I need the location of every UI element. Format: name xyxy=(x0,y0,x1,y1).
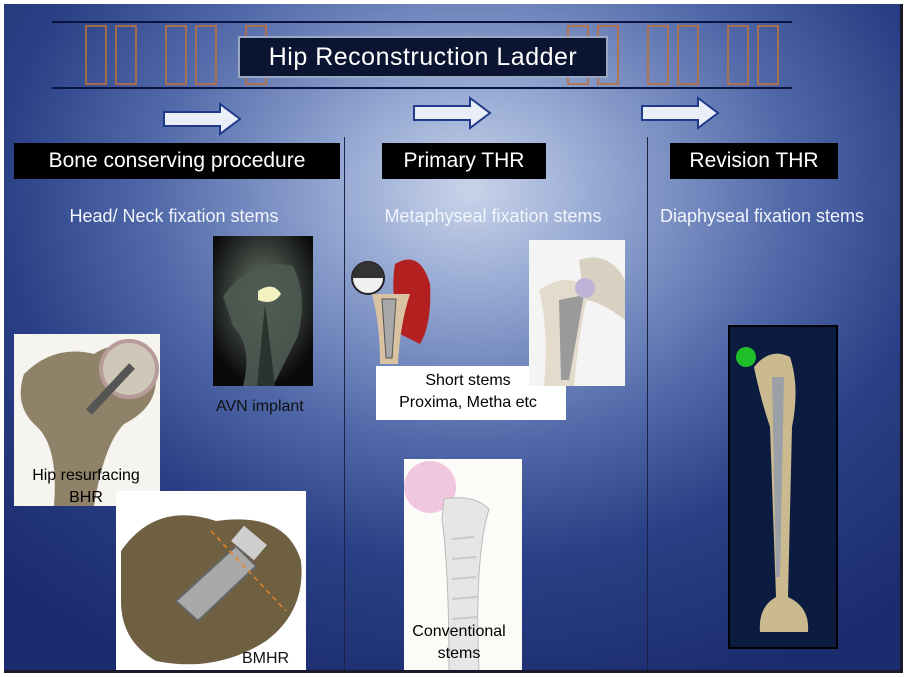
header-primary-thr: Primary THR xyxy=(382,143,546,179)
caption-bmhr: BMHR xyxy=(242,650,290,667)
header-bone-conserving: Bone conserving procedure xyxy=(14,143,340,179)
subtitle-metaphyseal: Metaphyseal fixation stems xyxy=(384,206,602,226)
arrow-right-icon xyxy=(641,96,720,130)
bmhr-image xyxy=(116,491,306,670)
avn-xray-image xyxy=(213,236,313,386)
column-divider xyxy=(344,137,345,670)
caption-short-stems: Short stems xyxy=(425,372,511,389)
arrow-right-icon xyxy=(413,96,492,130)
header-revision-thr: Revision THR xyxy=(670,143,838,179)
conventional-stem-image: Conventional stems xyxy=(404,459,522,670)
slide: Hip Reconstruction Ladder Bone conservin… xyxy=(4,4,903,673)
short-stem-diagram-image xyxy=(529,240,625,386)
caption-short-stems-brands: Proxima, Metha etc xyxy=(399,394,537,411)
subtitle-head-neck: Head/ Neck fixation stems xyxy=(69,206,279,226)
column-divider xyxy=(647,137,648,670)
subtitle-diaphyseal: Diaphyseal fixation stems xyxy=(659,206,865,226)
caption-avn-implant: AVN implant xyxy=(216,398,304,415)
short-stem-implant-image xyxy=(350,254,432,378)
hip-resurfacing-image xyxy=(14,334,160,506)
caption-conventional-stems: Conventional stems xyxy=(412,623,506,662)
revision-femur-image xyxy=(728,325,838,649)
caption-hip-resurfacing: Hip resurfacing BHR xyxy=(32,467,140,506)
arrow-right-icon xyxy=(163,102,242,136)
page-title: Hip Reconstruction Ladder xyxy=(238,36,608,78)
ladder-graphic xyxy=(52,21,792,89)
